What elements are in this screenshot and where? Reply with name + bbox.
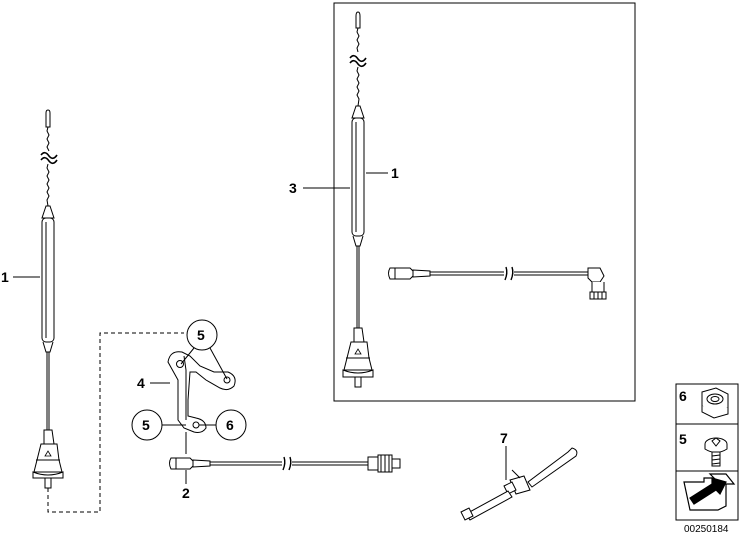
bracket	[167, 351, 236, 433]
nut-icon	[701, 387, 729, 419]
screw-icon	[704, 437, 728, 467]
label-bracket: 4	[137, 375, 145, 391]
arrow-icon	[683, 473, 736, 511]
kit-antenna	[342, 11, 374, 388]
label-left-antenna: 1	[1, 269, 9, 285]
document-number: 00250184	[684, 524, 729, 535]
label-kit: 3	[289, 180, 297, 196]
legend-label-nut: 6	[679, 388, 687, 404]
kit-frame	[333, 2, 636, 402]
callout-circle-screw-top	[186, 319, 218, 351]
kit-cable	[388, 266, 607, 300]
label-screw-top: 5	[197, 327, 205, 343]
dashed-connection-line	[47, 332, 184, 513]
label-screw-bottom: 5	[142, 417, 150, 433]
label-kit-antenna: 1	[391, 165, 399, 181]
parts-legend: 6 5 00250184	[675, 383, 739, 535]
label-cable: 2	[182, 485, 190, 501]
cable-tie	[460, 447, 578, 521]
label-nut: 6	[226, 417, 234, 433]
antenna-cable	[169, 454, 401, 473]
legend-label-screw: 5	[679, 431, 687, 447]
left-antenna	[32, 109, 64, 489]
leader-screw-top	[180, 347, 195, 365]
leader-screw-top-2	[209, 347, 228, 380]
label-cable-tie: 7	[500, 430, 508, 446]
